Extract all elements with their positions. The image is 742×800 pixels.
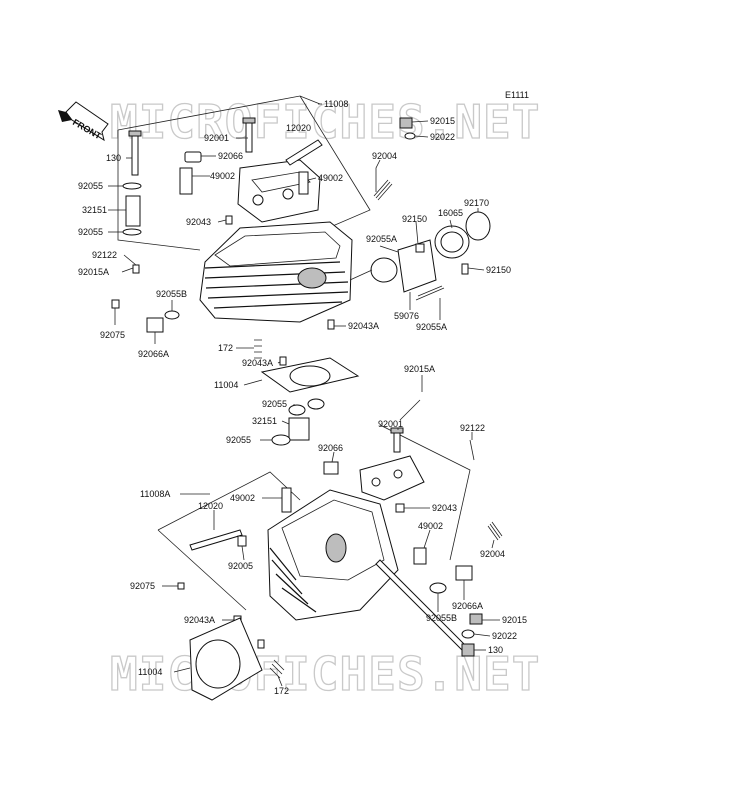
label-92022-lower: 92022 <box>492 631 517 641</box>
label-92004: 92004 <box>372 151 397 161</box>
label-92004-lower: 92004 <box>480 549 505 559</box>
label-49002-left: 49002 <box>210 171 235 181</box>
label-92055B-lower: 92055B <box>426 613 457 623</box>
label-92122: 92122 <box>92 250 117 260</box>
label-92066A: 92066A <box>138 349 169 359</box>
part-labels: 11008 92015 92022 92001 12020 130 92066 … <box>78 99 527 696</box>
label-92122-lower: 92122 <box>460 423 485 433</box>
label-92150-b: 92150 <box>486 265 511 275</box>
label-12020: 12020 <box>286 123 311 133</box>
label-92055A: 92055A <box>366 234 397 244</box>
lower-cylinder-head-assembly <box>157 399 503 701</box>
label-11004-lower: 11004 <box>138 667 162 677</box>
label-92075-lower: 92075 <box>130 581 155 591</box>
nut-92015-upper <box>399 117 413 129</box>
label-172: 172 <box>218 343 233 353</box>
label-92015-lower: 92015 <box>502 615 527 625</box>
label-12020-lower: 12020 <box>198 501 223 511</box>
label-59076: 59076 <box>394 311 419 321</box>
label-92043: 92043 <box>186 217 211 227</box>
label-92055: 92055 <box>78 181 103 191</box>
label-92015A-lower: 92015A <box>404 364 435 374</box>
collar-32151-lower <box>288 417 310 441</box>
plug-92066A-upper <box>146 317 164 333</box>
leader-lines <box>108 103 500 687</box>
label-92066A-lower: 92066A <box>452 601 483 611</box>
label-92055-lower-b: 92055 <box>226 435 251 445</box>
clamp-92170 <box>465 211 491 241</box>
label-92055A-b: 92055A <box>416 322 447 332</box>
label-172-lower: 172 <box>274 686 289 696</box>
collar-32151-upper <box>125 195 141 227</box>
diagram-code: E1111 <box>505 90 529 100</box>
cover-plate-upper <box>397 239 437 293</box>
front-arrow-icon: FRONT <box>58 101 109 141</box>
label-92043-lower: 92043 <box>432 503 457 513</box>
label-49002-right: 49002 <box>318 173 343 183</box>
bolt-130-upper <box>131 134 139 176</box>
label-92170: 92170 <box>464 198 489 208</box>
label-92066: 92066 <box>218 151 243 161</box>
label-11004: 11004 <box>214 380 238 390</box>
label-11008A: 11008A <box>140 489 170 499</box>
upper-cylinder-head-assembly <box>111 95 491 446</box>
label-92015A: 92015A <box>78 267 109 277</box>
label-92001: 92001 <box>204 133 229 143</box>
label-92001-lower: 92001 <box>378 419 403 429</box>
label-32151-lower: 32151 <box>252 416 277 426</box>
label-92055-b: 92055 <box>78 227 103 237</box>
label-92066-lower: 92066 <box>318 443 343 453</box>
label-92150: 92150 <box>402 214 427 224</box>
label-49002-lower-right: 49002 <box>418 521 443 531</box>
label-92043A-b: 92043A <box>242 358 273 368</box>
label-130: 130 <box>106 153 121 163</box>
label-92075: 92075 <box>100 330 125 340</box>
label-49002-lower-left: 49002 <box>230 493 255 503</box>
label-92015: 92015 <box>430 116 455 126</box>
label-92055B: 92055B <box>156 289 187 299</box>
rocker-case-lower <box>359 455 425 501</box>
label-92043A: 92043A <box>348 321 379 331</box>
label-92043A-lower: 92043A <box>184 615 215 625</box>
label-16065: 16065 <box>438 208 463 218</box>
label-130-lower: 130 <box>488 645 503 655</box>
watermark-top: MICROFICHES.NET <box>110 95 540 149</box>
label-92022: 92022 <box>430 132 455 142</box>
watermark-bottom: MICROFICHES.NET <box>110 647 540 701</box>
label-11008: 11008 <box>324 99 348 109</box>
label-92055-lower: 92055 <box>262 399 287 409</box>
label-92005: 92005 <box>228 561 253 571</box>
label-32151: 32151 <box>82 205 107 215</box>
